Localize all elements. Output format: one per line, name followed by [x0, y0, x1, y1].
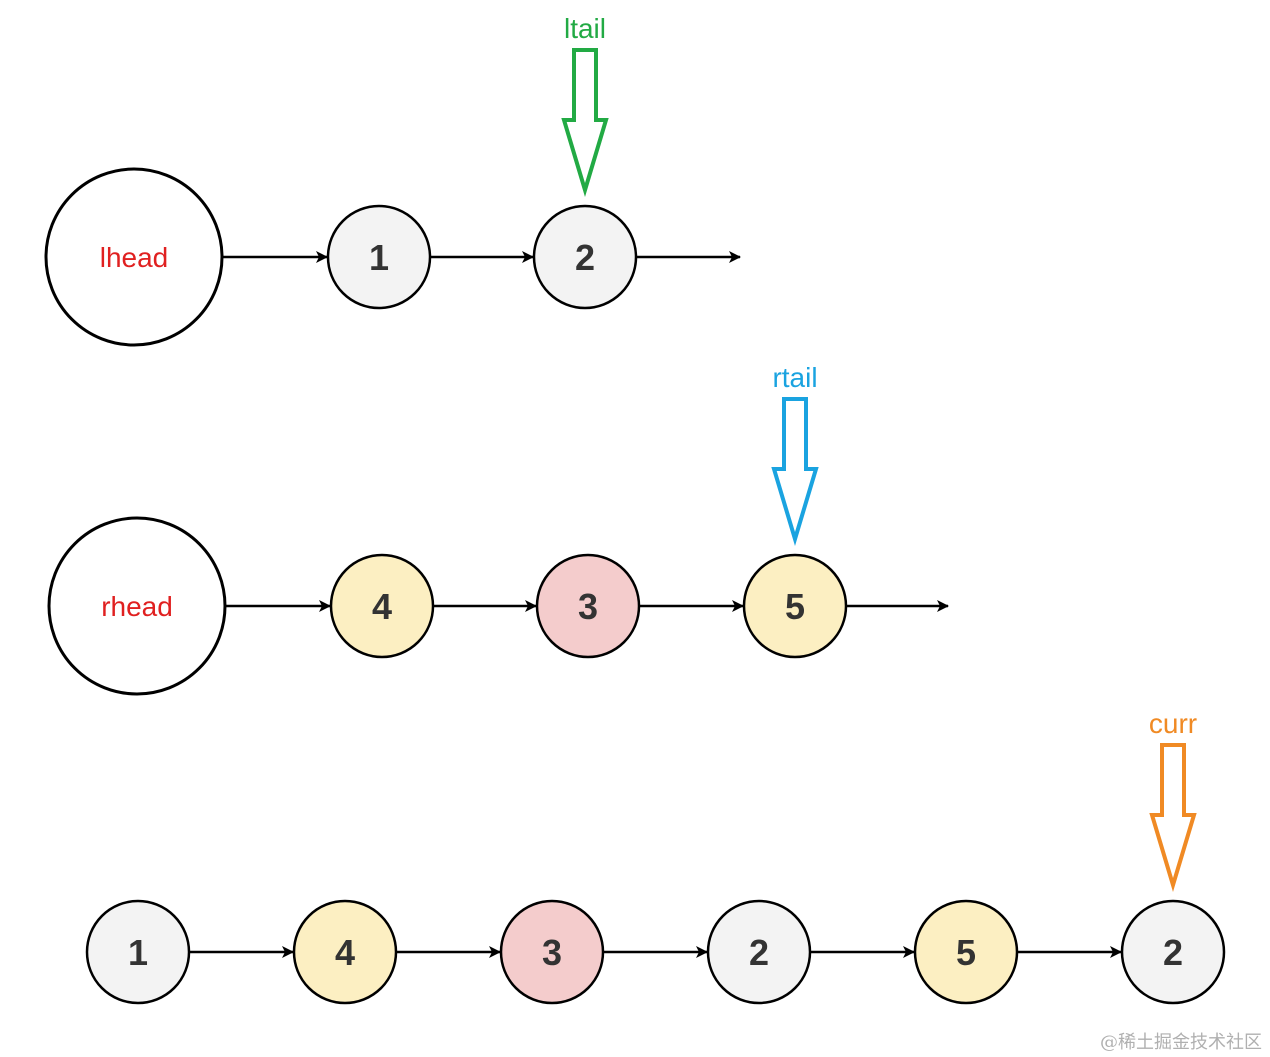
list-node: 4 [329, 553, 435, 659]
list-node: 5 [742, 553, 848, 659]
rtail-pointer-arrow-icon [771, 397, 819, 546]
node-value: 1 [128, 932, 148, 973]
list-node: 4 [292, 899, 398, 1005]
curr-pointer-label: curr [1149, 708, 1197, 739]
list-row-1: lhead 1 2 ltail [44, 13, 741, 347]
list-node: 3 [535, 553, 641, 659]
list-row-2: rhead 4 3 5 rtail [47, 362, 949, 696]
node-value: 5 [785, 586, 805, 627]
ltail-pointer-arrow-icon [561, 48, 609, 197]
node-value: 2 [1163, 932, 1183, 973]
curr-pointer-arrow-icon [1149, 743, 1197, 892]
node-value: 4 [372, 586, 392, 627]
watermark-text: @稀土掘金技术社区 [1100, 1032, 1262, 1053]
rtail-pointer-label: rtail [772, 362, 817, 393]
list-node: 2 [706, 899, 812, 1005]
node-value: 3 [542, 932, 562, 973]
node-value: 4 [335, 932, 355, 973]
list-node: 1 [85, 899, 191, 1005]
node-circle [1120, 899, 1226, 1005]
node-value: 5 [956, 932, 976, 973]
node-value: 2 [575, 237, 595, 278]
node-value: 3 [578, 586, 598, 627]
lhead-label: lhead [100, 242, 169, 273]
list-node: 3 [499, 899, 605, 1005]
list-node: 2 [1120, 899, 1226, 1005]
node-value: 1 [369, 237, 389, 278]
list-row-3: 1 4 3 2 5 2 curr [85, 708, 1226, 1005]
ltail-pointer-label: ltail [564, 13, 606, 44]
list-node: 5 [913, 899, 1019, 1005]
rhead-label: rhead [101, 591, 173, 622]
list-node: 1 [326, 204, 432, 310]
node-value: 2 [749, 932, 769, 973]
list-node: 2 [532, 204, 638, 310]
